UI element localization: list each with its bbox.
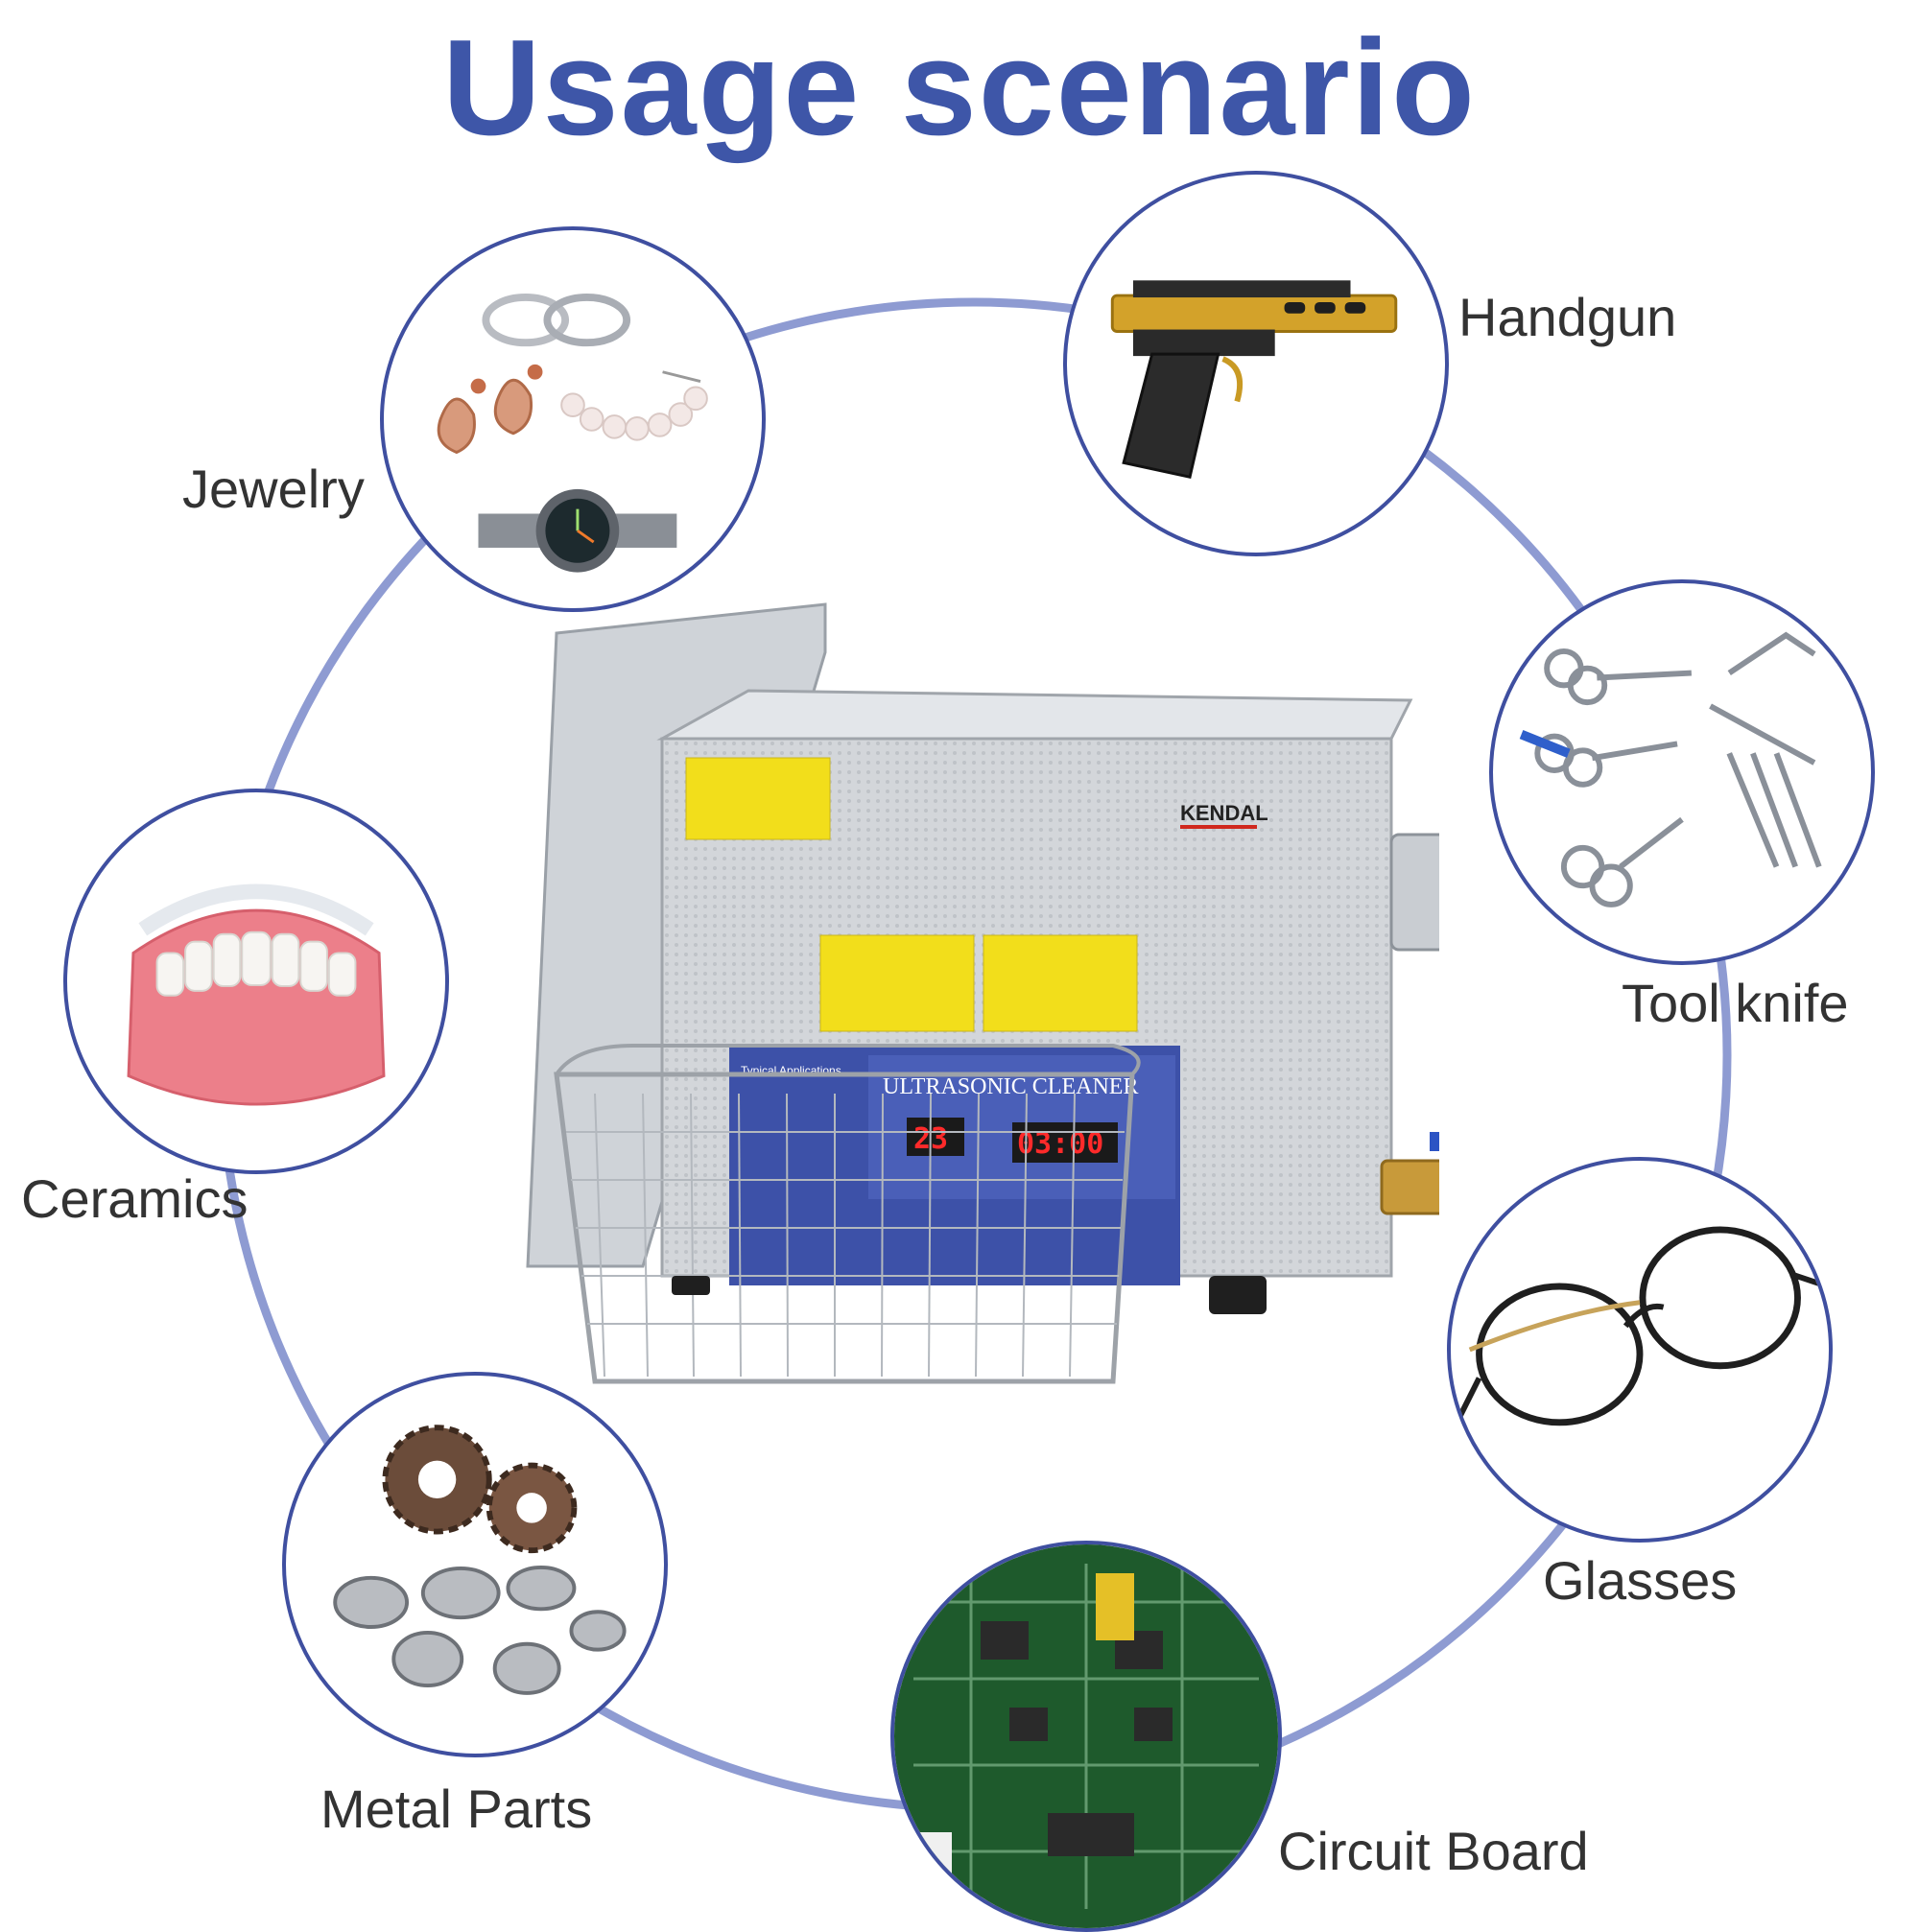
- circuit-board-label: Circuit Board: [1278, 1821, 1589, 1881]
- brand-label: KENDAL: [1180, 801, 1268, 825]
- panel-title: ULTRASONIC CLEANER: [883, 1074, 1138, 1099]
- tool-knife-bubble: [1489, 579, 1875, 965]
- metal-parts-label: Metal Parts: [320, 1779, 593, 1839]
- ceramics-label: Ceramics: [21, 1168, 249, 1229]
- metal-parts-bubble: [282, 1372, 668, 1757]
- handgun-label: Handgun: [1458, 287, 1677, 347]
- tool-knife-icon: [1519, 631, 1822, 907]
- ultrasonic-cleaner-image: KENDAL Typical Applications ULTRASONIC C…: [518, 595, 1439, 1458]
- glasses-bubble: [1447, 1157, 1833, 1543]
- glasses-label: Glasses: [1543, 1550, 1738, 1611]
- handgun-bubble: [1063, 171, 1449, 556]
- metal-parts-icon: [333, 1425, 627, 1695]
- handgun-icon: [1110, 280, 1398, 479]
- jewelry-icon: [437, 293, 708, 573]
- circuit-board-icon: [894, 1544, 1278, 1928]
- tool-knife-label: Tool knife: [1622, 973, 1849, 1033]
- jewelry-label: Jewelry: [182, 459, 365, 519]
- page-title: Usage scenario: [442, 12, 1477, 164]
- circuit-board-bubble: [890, 1541, 1282, 1932]
- glasses-icon: [1457, 1226, 1821, 1426]
- ceramics-icon: [127, 884, 386, 1106]
- ceramics-bubble: [63, 789, 449, 1174]
- jewelry-bubble: [380, 226, 766, 612]
